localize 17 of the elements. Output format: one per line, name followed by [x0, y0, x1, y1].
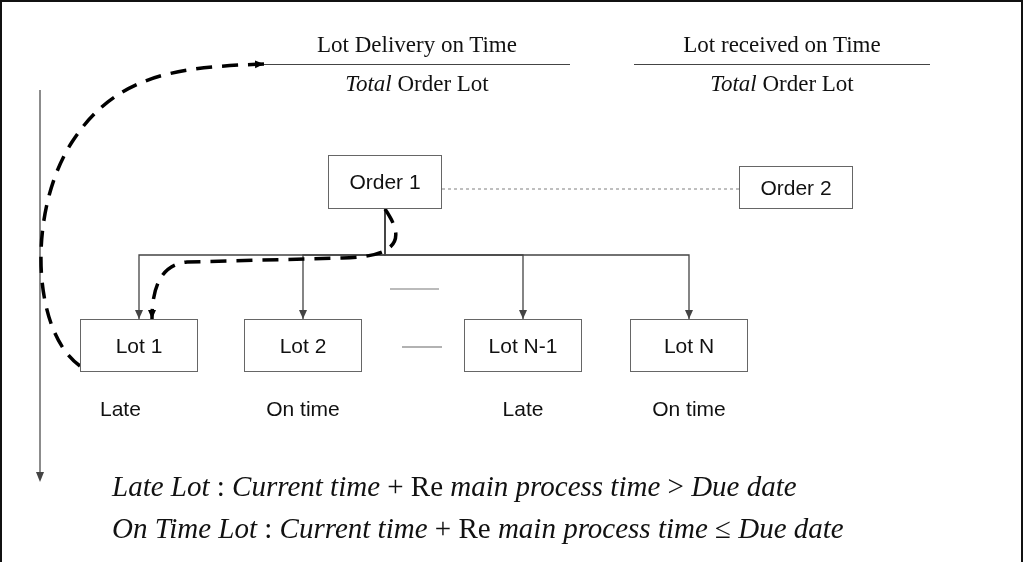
process-box: Order 1 — [328, 155, 442, 209]
formula: Late Lot : Current time + Re main process time > Due date — [112, 470, 797, 503]
status-label: Late — [100, 397, 141, 421]
status-label: Late — [502, 397, 544, 421]
process-box: Lot N-1 — [464, 319, 582, 372]
status-label: On time — [266, 397, 340, 421]
dashed-arrow — [39, 60, 265, 368]
status-label: On time — [652, 397, 726, 421]
fraction-denominator: Total Order Lot — [345, 71, 489, 97]
process-box: Lot N — [630, 319, 748, 372]
fraction-numerator: Lot Delivery on Time — [264, 32, 570, 65]
fraction-numerator: Lot received on Time — [634, 32, 930, 65]
process-box: Order 2 — [739, 166, 853, 209]
formula: On Time Lot : Current time + Re main process time ≤ Due date — [112, 512, 844, 545]
process-box: Lot 1 — [80, 319, 198, 372]
fraction-denominator: Total Order Lot — [710, 71, 854, 97]
process-box: Lot 2 — [244, 319, 362, 372]
